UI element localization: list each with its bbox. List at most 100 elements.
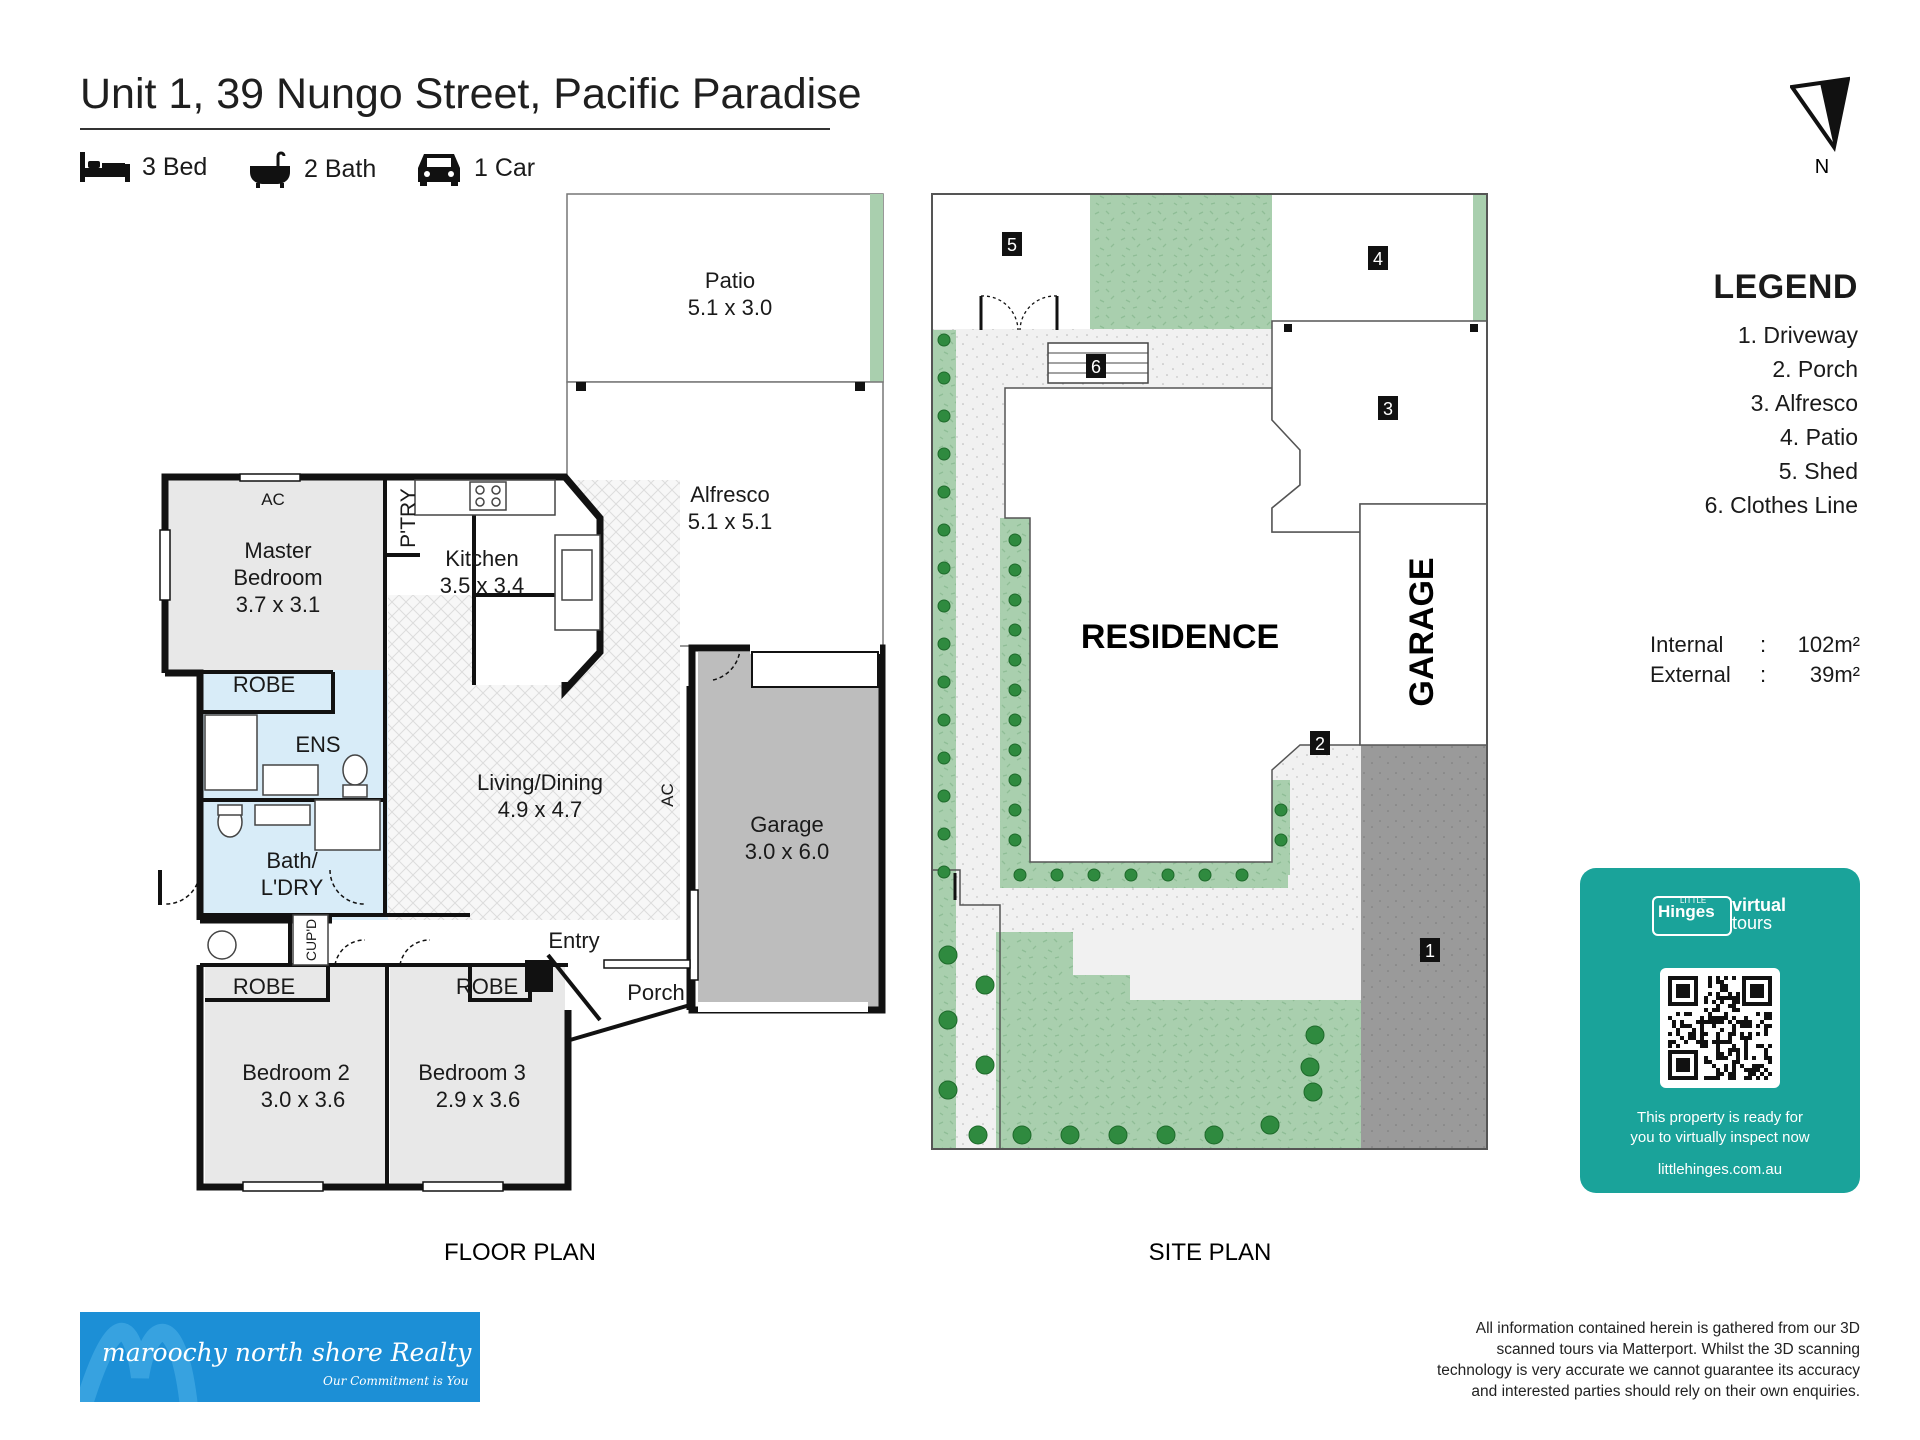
disclaimer-line: and interested parties should rely on th… [1471, 1383, 1860, 1400]
ac-label-living: AC [658, 783, 677, 807]
site-marker-box [1086, 354, 1106, 378]
wet-areas-floor [200, 670, 388, 920]
bath-count: 2 Bath [304, 154, 377, 183]
bedroom-3-label: Bedroom 3 [418, 1060, 526, 1085]
note-line-1: This property is ready for [1637, 1109, 1803, 1126]
virtual-tour-note: This property is ready for you to virtua… [1580, 1108, 1860, 1148]
agency-monogram-icon [80, 1323, 198, 1402]
legend-title: LEGEND [1713, 268, 1858, 306]
compass-label: N [1815, 156, 1829, 178]
shrub [1008, 833, 1022, 847]
master-bedroom-floor [167, 480, 385, 670]
legend-item: 4. Patio [1780, 424, 1858, 450]
shrub [1008, 803, 1022, 817]
shrub [937, 789, 951, 803]
shrub [1204, 1125, 1224, 1145]
bath-label-line1: Bath/ [266, 848, 318, 873]
shrub [937, 447, 951, 461]
agency-logo: maroochy north shore Realty Our Commitme… [80, 1312, 480, 1402]
legend-item: 3. Alfresco [1750, 390, 1858, 416]
bed-feature: 3 Bed [80, 150, 207, 184]
pantry-label: P'TRY [397, 488, 420, 548]
shrub [938, 1010, 958, 1030]
car-icon [416, 150, 462, 186]
floor-plan-caption: FLOOR PLAN [444, 1239, 596, 1266]
virtual-tour-card[interactable]: LITTLE Hinges virtual tours This propert… [1580, 868, 1860, 1193]
site-marker-box [1002, 232, 1022, 256]
shrub [1008, 563, 1022, 577]
shrub [1108, 1125, 1128, 1145]
shrub [1060, 1125, 1080, 1145]
site-marker-5: 5 [1007, 235, 1017, 255]
shrub [1087, 868, 1101, 882]
shrub [1300, 1057, 1320, 1077]
shrub [1161, 868, 1175, 882]
site-marker-box [1378, 396, 1398, 420]
shrub [1008, 653, 1022, 667]
robe-label-bedroom-2: ROBE [233, 974, 295, 999]
internal-area-label: Internal [1650, 632, 1724, 657]
garage-size: 3.0 x 6.0 [745, 839, 829, 864]
ac-label-master: AC [261, 490, 285, 509]
robe-label-bedroom-3: ROBE [456, 974, 518, 999]
area-summary: Internal : 102m² External : 39m² [1600, 630, 1860, 690]
disclaimer-line: All information contained herein is gath… [1475, 1320, 1860, 1337]
alfresco-area [566, 381, 884, 647]
shrub [937, 409, 951, 423]
ensuite-label: ENS [295, 732, 340, 757]
bed-icon [80, 150, 130, 184]
site-marker-4: 4 [1373, 249, 1383, 269]
living-label: Living/Dining [477, 770, 603, 795]
garage-label: Garage [750, 812, 823, 837]
page-title: Unit 1, 39 Nungo Street, Pacific Paradis… [80, 70, 862, 118]
shrub [1198, 868, 1212, 882]
brand-small-text: LITTLE [1680, 896, 1707, 905]
shrub [1156, 1125, 1176, 1145]
shrub [1012, 1125, 1032, 1145]
hinges-logo-icon [1652, 896, 1732, 936]
site-marker-box [1368, 246, 1388, 270]
internal-area-separator: : [1760, 632, 1767, 657]
disclaimer-line: scanned tours via Matterport. Whilst the… [1496, 1341, 1860, 1358]
brand-tagline: virtual tours [1732, 896, 1786, 932]
bedroom-3-floor [390, 965, 565, 1183]
brand-name: Hinges [1658, 902, 1715, 921]
external-area-value: 39m² [1809, 662, 1860, 687]
shrub [937, 865, 951, 879]
shrub [968, 1125, 988, 1145]
legend-item: 6. Clothes Line [1704, 492, 1858, 518]
shrub [937, 523, 951, 537]
shrub [1008, 773, 1022, 787]
residence-label: RESIDENCE [1081, 618, 1279, 656]
note-line-2: you to virtually inspect now [1630, 1129, 1810, 1146]
alfresco-size: 5.1 x 5.1 [688, 509, 772, 534]
bedroom-2-label: Bedroom 2 [242, 1060, 350, 1085]
external-area-label: External [1650, 662, 1731, 687]
car-count: 1 Car [474, 153, 536, 182]
car-feature: 1 Car [416, 150, 535, 186]
site-plan [931, 193, 1488, 1150]
bath-feature: 2 Bath [248, 150, 376, 188]
bath-label-line2: L'DRY [261, 875, 324, 900]
site-marker-1: 1 [1425, 941, 1435, 961]
brand-line-1: virtual [1732, 895, 1787, 915]
shrub [1008, 623, 1022, 637]
brand-line-2: tours [1732, 913, 1773, 933]
legend-item: 1. Driveway [1737, 322, 1858, 348]
qr-code-icon [1668, 976, 1772, 1080]
shrub [1260, 1115, 1280, 1135]
shrub [1050, 868, 1064, 882]
virtual-tour-link[interactable]: littlehinges.com.au [1657, 1161, 1783, 1178]
master-label-line1: Master [244, 538, 311, 563]
shrub [975, 1055, 995, 1075]
bath-icon [248, 150, 292, 188]
shrub [937, 371, 951, 385]
garage-room [688, 644, 886, 1014]
shrub [937, 637, 951, 651]
shrub [1013, 868, 1027, 882]
qr-code[interactable] [1660, 968, 1780, 1088]
site-marker-box [1420, 938, 1440, 962]
patio-size: 5.1 x 3.0 [688, 295, 772, 320]
living-kitchen-floor [388, 480, 680, 920]
shrub [937, 485, 951, 499]
